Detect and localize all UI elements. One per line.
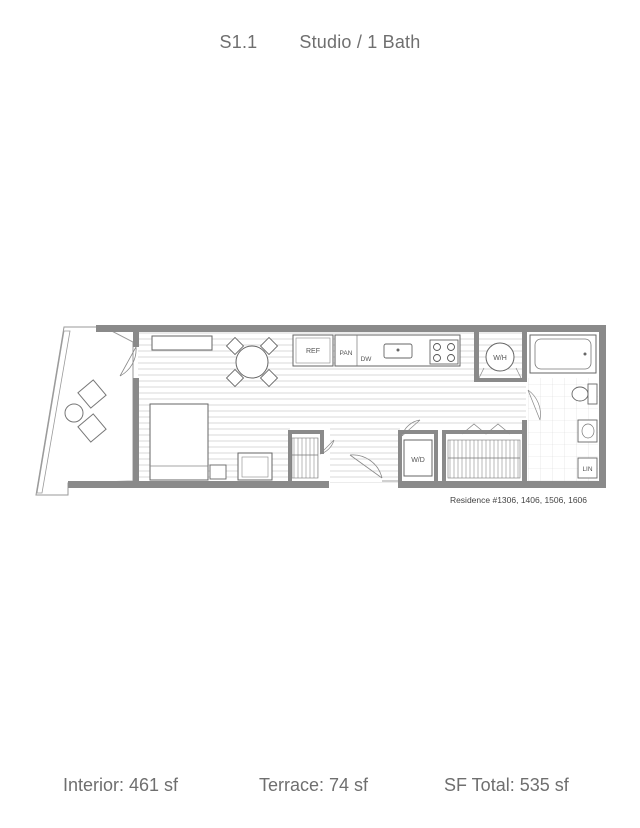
bed	[149, 403, 209, 481]
ref-label: REF	[306, 348, 320, 355]
washer-dryer: W/D	[401, 419, 433, 477]
unit-code: S1.1	[219, 32, 258, 52]
pan-label: PAN	[340, 350, 353, 357]
plan-header: S1.1 Studio / 1 Bath	[0, 32, 640, 53]
armchair	[237, 452, 273, 481]
residence-note: Residence #1306, 1406, 1506, 1606	[450, 495, 587, 505]
dw-label: DW	[361, 356, 373, 363]
lin-label: LIN	[582, 466, 592, 473]
terrace-area: Terrace: 74 sf	[259, 775, 369, 795]
entry-door-swing	[349, 454, 383, 479]
terrace-chair-2	[77, 413, 107, 443]
unit-type: Studio / 1 Bath	[299, 32, 421, 52]
vanity-sink	[577, 419, 598, 443]
dining-table	[235, 345, 269, 379]
kitchen: REF PAN DW	[292, 334, 461, 367]
exterior-walls	[68, 325, 606, 488]
terrace	[35, 326, 134, 496]
closets	[291, 423, 521, 479]
wh-label: W/H	[493, 355, 507, 362]
bathroom: LIN	[527, 334, 598, 479]
furniture	[149, 335, 279, 481]
total-area: SF Total: 535 sf	[444, 775, 569, 795]
terrace-table	[64, 403, 84, 423]
linen-closet	[577, 457, 598, 479]
toilet-bowl	[571, 386, 589, 402]
refrigerator	[292, 334, 334, 367]
closet-right	[447, 439, 521, 479]
terrace-door-swing	[119, 346, 137, 377]
terrace-chair-1	[77, 379, 107, 409]
sideboard	[151, 335, 213, 351]
area-summary: Interior: 461 sf Terrace: 74 sf SF Total…	[0, 775, 640, 799]
nightstand	[209, 464, 227, 480]
hall-floor	[330, 428, 400, 483]
closet-left	[291, 437, 319, 479]
wd-label: W/D	[411, 457, 425, 464]
toilet-tank	[587, 383, 598, 405]
water-heater: W/H	[477, 342, 523, 381]
interior-area: Interior: 461 sf	[63, 775, 179, 795]
terrace-railing	[36, 330, 71, 494]
